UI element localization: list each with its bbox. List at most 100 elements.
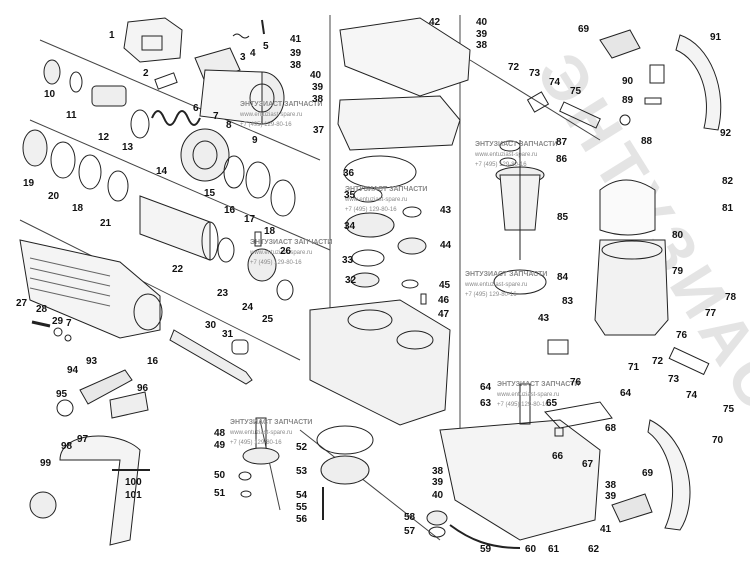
callout-15: 15 — [204, 188, 216, 199]
callout-89: 89 — [622, 95, 634, 106]
callout-100: 100 — [125, 477, 142, 488]
callout-34: 34 — [344, 221, 356, 232]
callout-23: 23 — [217, 288, 229, 299]
callout-82: 82 — [722, 176, 734, 187]
callout-22: 22 — [172, 264, 184, 275]
callout-44: 44 — [440, 240, 452, 251]
callout-83: 83 — [562, 296, 574, 307]
callout-64: 64 — [480, 382, 492, 393]
callout-90: 90 — [622, 76, 634, 87]
callout-46: 46 — [438, 295, 450, 306]
callout-97: 97 — [77, 434, 89, 445]
callout-38d: 38 — [432, 466, 444, 477]
callout-84: 84 — [557, 272, 569, 283]
watermark-1: ЭНТУЗИАСТ ЗАПЧАСТИ www.entuziast-spare.r… — [240, 101, 323, 128]
callout-53: 53 — [296, 466, 308, 477]
callout-10: 10 — [44, 89, 56, 100]
callout-42: 42 — [429, 17, 441, 28]
callout-20: 20 — [48, 191, 60, 202]
callout-35: 35 — [344, 190, 356, 201]
callout-14: 14 — [156, 166, 168, 177]
callout-70: 70 — [712, 435, 724, 446]
callout-63: 63 — [480, 398, 492, 409]
callout-17: 17 — [244, 214, 256, 225]
callout-72: 72 — [508, 62, 520, 73]
callout-41: 41 — [290, 34, 302, 45]
callout-74: 74 — [549, 77, 561, 88]
callout-38b: 38 — [312, 94, 324, 105]
callout-67: 67 — [582, 459, 594, 470]
callout-91: 91 — [710, 32, 722, 43]
callout-93: 93 — [86, 356, 98, 367]
callout-64b: 64 — [620, 388, 632, 399]
callout-18b: 18 — [264, 226, 276, 237]
callout-40b: 40 — [476, 17, 488, 28]
callout-94: 94 — [67, 365, 79, 376]
callout-39b: 39 — [312, 82, 324, 93]
callout-18: 18 — [72, 203, 84, 214]
callout-75b: 75 — [723, 404, 735, 415]
callout-41b: 41 — [600, 524, 612, 535]
callout-39d: 39 — [432, 477, 444, 488]
callout-76: 76 — [676, 330, 688, 341]
watermark-7: ЭНТУЗИАСТ ЗАПЧАСТИ www.entuziast-spare.r… — [230, 419, 313, 446]
callout-65: 65 — [546, 398, 558, 409]
callout-12: 12 — [98, 132, 110, 143]
callout-57: 57 — [404, 526, 416, 537]
callout-30: 30 — [205, 320, 217, 331]
callout-9: 9 — [252, 135, 258, 146]
callout-8: 8 — [226, 120, 232, 131]
watermark-5: ЭНТУЗИАСТ ЗАПЧАСТИ www.entuziast-spare.r… — [475, 141, 558, 168]
callout-85: 85 — [557, 212, 569, 223]
callout-99: 99 — [40, 458, 52, 469]
callout-5: 5 — [263, 41, 269, 52]
callout-55: 55 — [296, 502, 308, 513]
callout-81: 81 — [722, 203, 734, 214]
callout-73: 73 — [529, 68, 541, 79]
callout-58: 58 — [404, 512, 416, 523]
callout-38c: 38 — [476, 40, 488, 51]
callout-39: 39 — [290, 48, 302, 59]
callout-69: 69 — [578, 24, 590, 35]
callout-78: 78 — [725, 292, 737, 303]
callout-66: 66 — [552, 451, 564, 462]
callout-68: 68 — [605, 423, 617, 434]
callout-16: 16 — [224, 205, 236, 216]
callout-31: 31 — [222, 329, 234, 340]
callout-50: 50 — [214, 470, 226, 481]
callout-16b: 16 — [147, 356, 159, 367]
callout-43: 43 — [440, 205, 452, 216]
callout-19: 19 — [23, 178, 35, 189]
callout-86: 86 — [556, 154, 568, 165]
callout-7: 7 — [213, 111, 219, 122]
callout-13: 13 — [122, 142, 134, 153]
callout-26: 26 — [280, 246, 292, 257]
callout-39c: 39 — [476, 29, 488, 40]
callout-48: 48 — [214, 428, 226, 439]
callout-38: 38 — [290, 60, 302, 71]
callout-37: 37 — [313, 125, 325, 136]
callout-21: 21 — [100, 218, 112, 229]
callout-76b: 76 — [570, 377, 582, 388]
callout-11: 11 — [66, 110, 77, 121]
callout-28: 28 — [36, 304, 48, 315]
callout-24: 24 — [242, 302, 254, 313]
callout-1: 1 — [109, 30, 115, 41]
callout-60: 60 — [525, 544, 537, 555]
callout-7b: 7 — [66, 318, 72, 329]
callout-29: 29 — [52, 316, 64, 327]
callout-73b: 73 — [668, 374, 680, 385]
callout-71: 71 — [628, 362, 640, 373]
callout-39e: 39 — [605, 491, 617, 502]
callout-52: 52 — [296, 442, 308, 453]
callout-88: 88 — [641, 136, 653, 147]
callout-98: 98 — [61, 441, 73, 452]
callout-54: 54 — [296, 490, 308, 501]
callout-96: 96 — [137, 383, 149, 394]
callout-36: 36 — [343, 168, 355, 179]
callout-80: 80 — [672, 230, 684, 241]
callout-56: 56 — [296, 514, 308, 525]
callout-40c: 40 — [432, 490, 444, 501]
callout-3: 3 — [240, 52, 246, 63]
